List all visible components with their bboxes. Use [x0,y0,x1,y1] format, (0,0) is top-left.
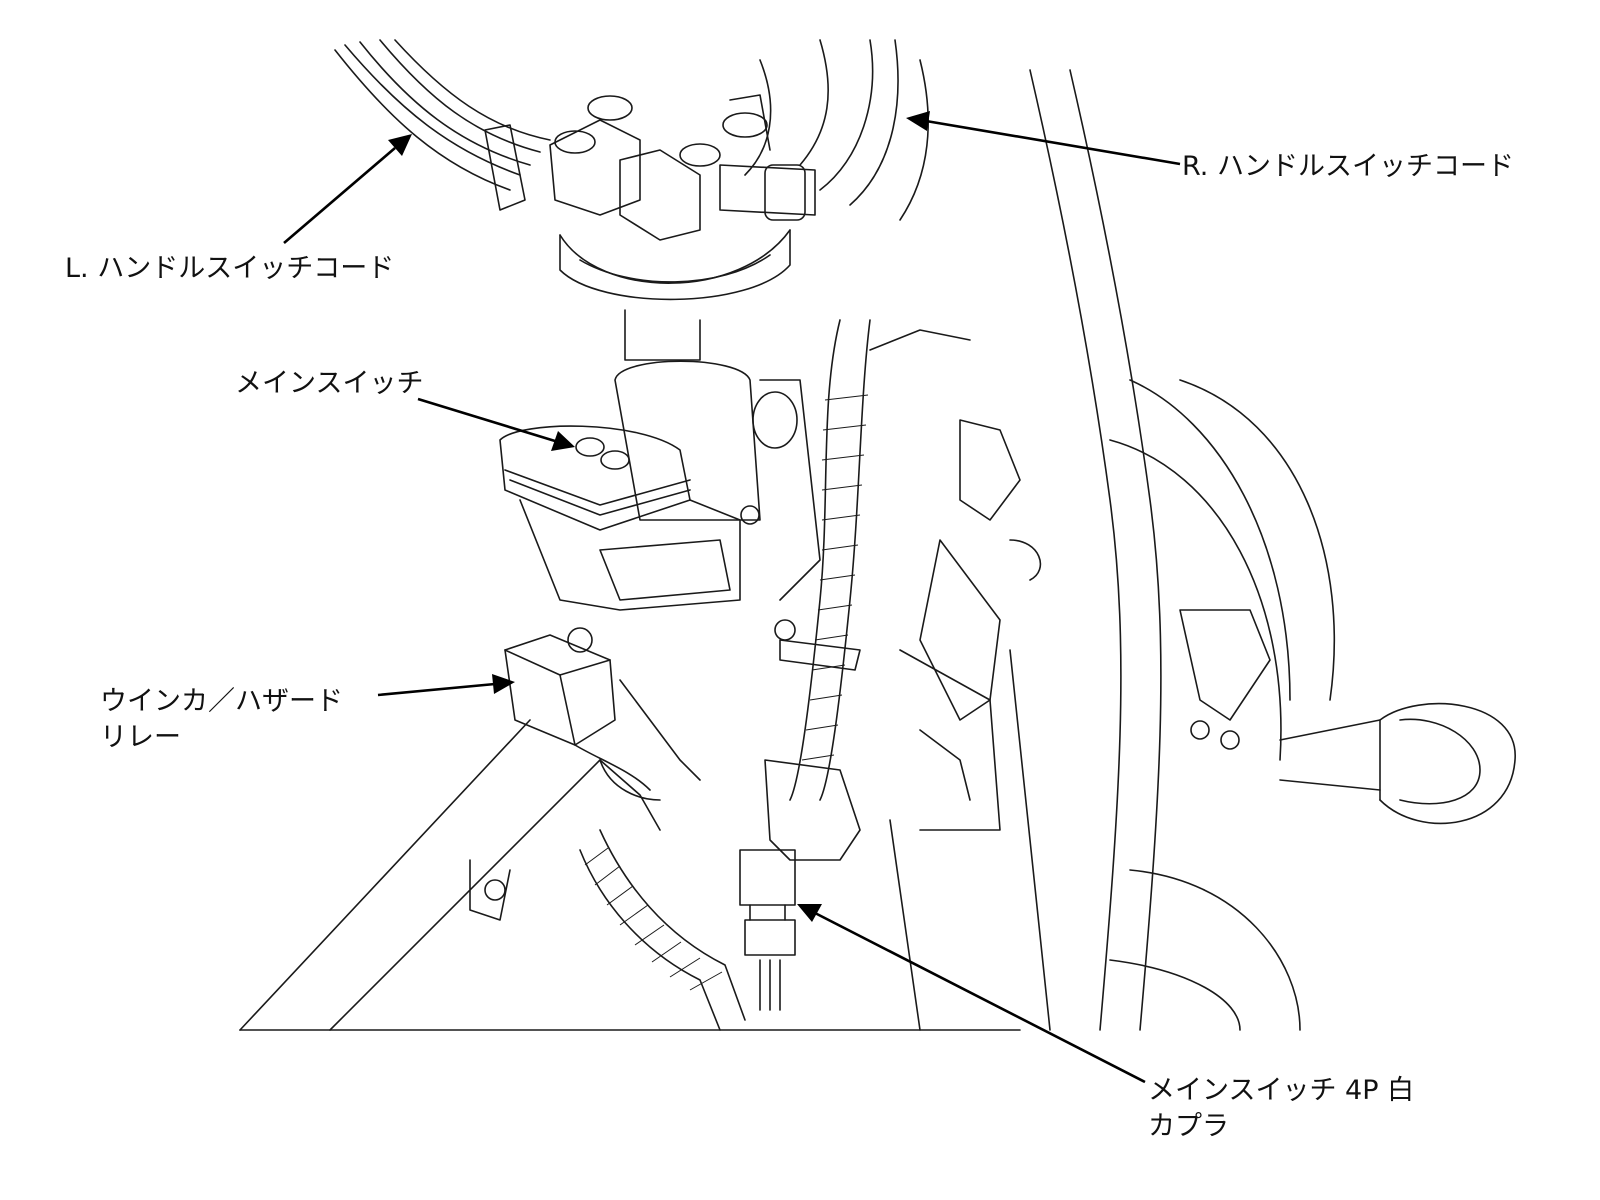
label-l-handle-cord: L. ハンドルスイッチコード [65,253,395,284]
right-handlebar-cables [729,39,929,221]
frame [1029,69,1291,1031]
label-main-switch: メインスイッチ [235,368,424,399]
leader-relay [377,674,515,697]
main-harness [779,319,871,801]
left-handlebar-cables [334,39,551,211]
leader-r-handle-cord [906,111,1181,166]
lower-body-lines [239,649,1051,1031]
right-side-connectors [869,329,1042,801]
winker-relay [504,634,701,791]
main-switch-body [499,425,760,653]
lower-left-harness [469,759,746,1031]
label-relay-line1: ウインカ／ハザード [100,686,343,717]
label-relay-line2: リレー [100,722,181,753]
label-r-handle-cord: R. ハンドルスイッチコード [1182,151,1514,182]
leader-main-switch [417,397,575,451]
front-wheel [1109,379,1336,1031]
right-grip [1279,702,1516,825]
label-coupler-line1: メインスイッチ 4P 白 [1148,1075,1415,1106]
leader-l-handle-cord [283,134,412,244]
coupler-4p [739,759,861,1011]
label-coupler-line2: カプラ [1148,1111,1229,1142]
leader-coupler [797,904,1146,1084]
top-bridge [549,95,816,301]
